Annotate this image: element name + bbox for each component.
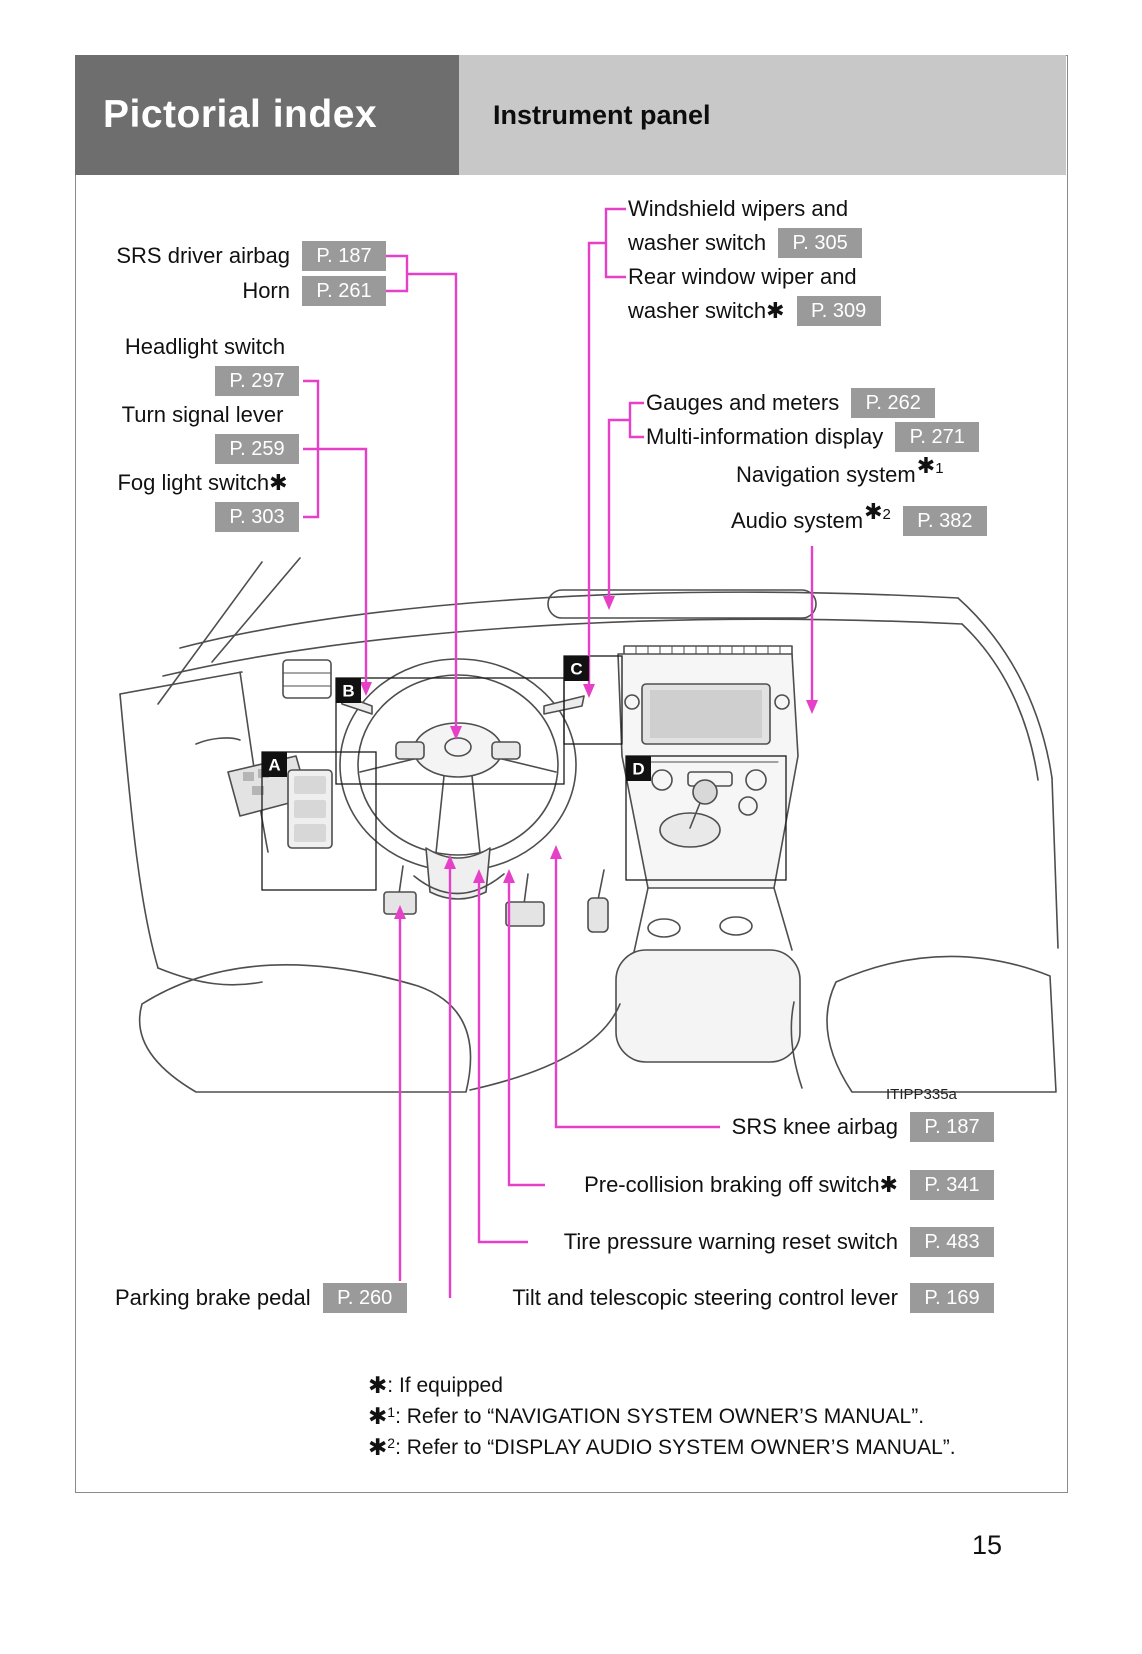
label-turn-signal-lever: Turn signal lever [121, 402, 284, 427]
page-ref-badge: P. 303 [215, 502, 299, 532]
page-ref-badge: P. 341 [910, 1170, 994, 1200]
region-marker-c-label: C [570, 660, 582, 679]
region-marker-b-label: B [342, 682, 354, 701]
label-horn: Horn P. 261 [242, 276, 386, 306]
label-text: Multi-information display [646, 424, 884, 449]
page-number: 15 [971, 1530, 1002, 1560]
label-text: Horn [242, 278, 290, 303]
page-ref-badge: P. 187 [910, 1112, 994, 1142]
connector-gauges-display [603, 401, 644, 610]
connector-tire-pressure-switch [473, 869, 528, 1244]
dashboard-line-art [119, 557, 1059, 1093]
label-text: washer switch [628, 230, 767, 255]
section-title: Instrument panel [459, 55, 1066, 175]
footnote-if-equipped: ✱: If equipped [368, 1372, 956, 1403]
footnote-number: 1 [387, 1404, 396, 1420]
connector-pre-collision-switch [503, 869, 545, 1187]
label-text: Pre-collision braking off switch✱ [584, 1172, 898, 1197]
label-audio-system: Audio system ✱ 2 P. 382 [731, 499, 987, 536]
region-marker-b: B [336, 678, 361, 703]
label-text: Tilt and telescopic steering control lev… [512, 1285, 898, 1310]
page-ref-badge: P. 309 [796, 296, 881, 326]
label-tilt-steering-lever: Tilt and telescopic steering control lev… [512, 1283, 994, 1313]
label-gauges-and-meters: Gauges and meters P. 262 [646, 388, 936, 418]
label-parking-brake-pedal: Parking brake pedal P. 260 [115, 1283, 407, 1313]
page-header: Pictorial index Instrument panel [75, 55, 1066, 175]
page-ref-badge: P. 261 [302, 276, 386, 306]
label-srs-driver-airbag: SRS driver airbag P. 187 [116, 241, 386, 271]
page-ref-badge: P. 382 [902, 506, 987, 536]
footnote-text: : If equipped [387, 1374, 503, 1397]
page-ref-badge: P. 169 [910, 1283, 994, 1313]
label-text: Audio system [731, 508, 864, 533]
label-navigation-system: Navigation system ✱ 1 [736, 453, 944, 490]
footnotes: ✱: If equipped ✱1: Refer to “NAVIGATION … [368, 1372, 956, 1465]
region-marker-a: A [262, 752, 287, 777]
footnote-asterisk: ✱ [368, 1372, 388, 1398]
page-ref-badge: P. 259 [215, 434, 299, 464]
label-headlight-switch: Headlight switch [124, 334, 286, 359]
footnote-number: 2 [387, 1435, 396, 1451]
footnote-text: : Refer to “DISPLAY AUDIO SYSTEM OWNER’S… [395, 1436, 956, 1459]
page-ref-badge: P. 483 [910, 1227, 994, 1257]
page-ref-badge: P. 271 [895, 422, 980, 452]
region-marker-a-label: A [268, 756, 280, 775]
label-rear-wiper: Rear window wiper and washer switch✱ P. … [628, 260, 881, 328]
figure-code: ITIPP335a [886, 1086, 957, 1103]
label-text: Navigation system [736, 462, 916, 487]
connector-wiper-switches [583, 207, 626, 698]
footnote-ref-number: 1 [935, 459, 944, 477]
label-tire-pressure-switch: Tire pressure warning reset switch P. 48… [564, 1227, 994, 1257]
footnote-audio-manual: ✱2: Refer to “DISPLAY AUDIO SYSTEM OWNER… [368, 1434, 956, 1465]
footnote-asterisk: ✱ [368, 1434, 388, 1460]
connector-srs-knee-airbag [550, 845, 720, 1129]
region-outlines [261, 655, 787, 891]
page-ref-badge: P. 262 [851, 388, 936, 418]
label-text: washer switch✱ [628, 298, 785, 323]
page-ref-badge: P. 187 [302, 241, 386, 271]
connector-srs-driver-airbag-horn [386, 254, 462, 740]
label-text: Gauges and meters [646, 390, 840, 415]
label-windshield-wipers: Windshield wipers and washer switch P. 3… [628, 192, 863, 260]
label-fog-light-switch: Fog light switch✱ [117, 470, 288, 495]
page-ref-badge: P. 260 [322, 1283, 407, 1313]
label-text: Windshield wipers and [628, 196, 849, 221]
page-ref-badge: P. 305 [778, 228, 863, 258]
label-pre-collision-switch: Pre-collision braking off switch✱ P. 341 [584, 1170, 994, 1200]
label-text: Parking brake pedal [115, 1285, 311, 1310]
label-text: Rear window wiper and [628, 264, 857, 289]
footnote-navigation-manual: ✱1: Refer to “NAVIGATION SYSTEM OWNER’S … [368, 1403, 956, 1434]
page-ref-badge: P. 297 [215, 366, 299, 396]
region-marker-c: C [564, 656, 589, 681]
footnote-ref-asterisk: ✱ [916, 453, 936, 478]
region-marker-d-label: D [632, 760, 644, 779]
region-marker-d: D [626, 756, 651, 781]
label-text: Tire pressure warning reset switch [563, 1229, 898, 1254]
label-text: SRS knee airbag [731, 1114, 898, 1139]
label-text: SRS driver airbag [116, 243, 290, 268]
label-srs-knee-airbag: SRS knee airbag P. 187 [732, 1112, 994, 1142]
label-multi-information-display: Multi-information display P. 271 [646, 422, 980, 452]
footnote-asterisk: ✱ [368, 1403, 388, 1429]
connector-light-switches [303, 379, 372, 696]
page-title: Pictorial index [75, 55, 459, 175]
footnote-ref-asterisk: ✱ [864, 499, 883, 524]
footnote-ref-number: 2 [882, 505, 891, 523]
footnote-text: : Refer to “NAVIGATION SYSTEM OWNER’S MA… [395, 1405, 925, 1428]
